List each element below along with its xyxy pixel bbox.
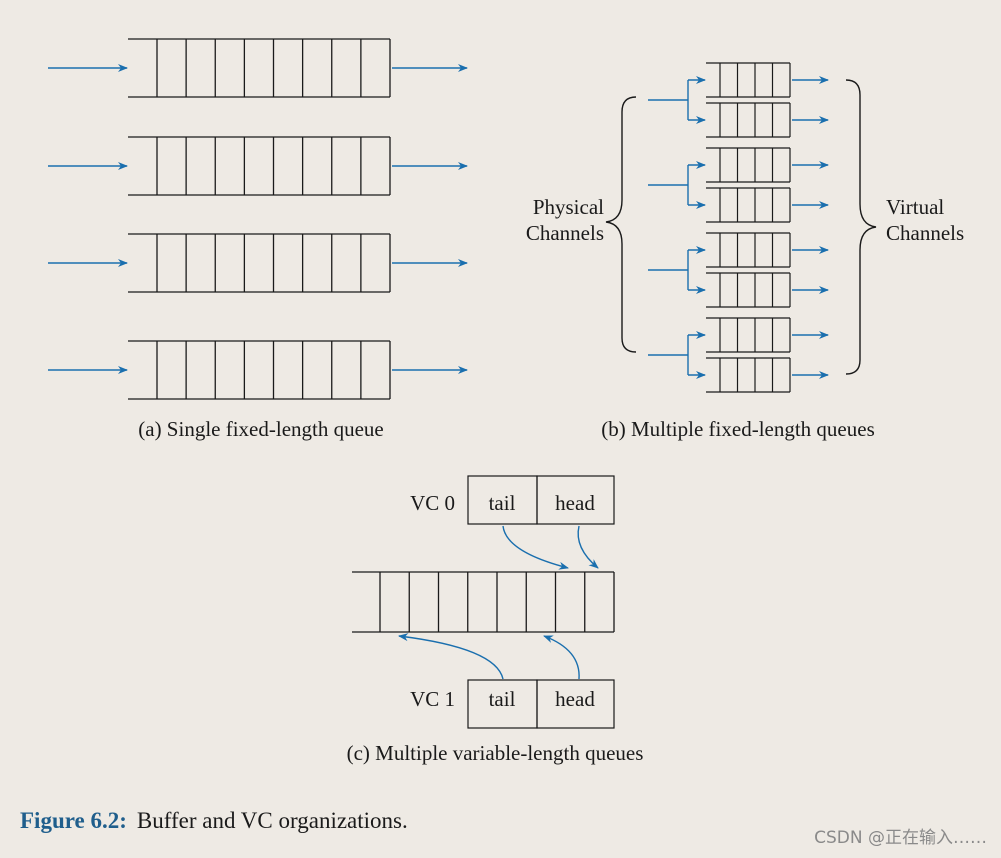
virtual-channels-label-line2: Channels xyxy=(886,221,964,245)
panel-c-caption: (c) Multiple variable-length queues xyxy=(347,741,644,765)
physical-channels-brace xyxy=(605,96,637,353)
csdn-watermark: CSDN @正在输入…… xyxy=(814,828,987,848)
vc0-register: VC 0 tail head xyxy=(410,475,615,525)
vc1-label: VC 1 xyxy=(410,687,455,711)
vc1-head-cell xyxy=(536,679,615,729)
vc1-head-text: head xyxy=(555,687,595,711)
virtual-channels-label-line1: Virtual xyxy=(886,195,944,219)
vc0-head-pointer-arrow xyxy=(577,525,599,569)
figure-caption: Figure 6.2: Buffer and VC organizations. xyxy=(20,808,408,834)
vc0-label: VC 0 xyxy=(410,491,455,515)
panel-a-caption: (a) Single fixed-length queue xyxy=(138,417,384,441)
panel-a-single-fixed-queue xyxy=(48,38,468,400)
physical-channels-label-line1: Physical xyxy=(533,195,604,219)
vc1-tail-pointer-arrow xyxy=(398,633,504,680)
vc1-register: VC 1 tail head xyxy=(410,679,615,729)
virtual-channels-brace xyxy=(845,79,877,375)
vc0-tail-pointer-arrow xyxy=(502,525,569,570)
figure-number: Figure 6.2: xyxy=(20,808,127,833)
vc1-tail-text: tail xyxy=(489,687,516,711)
vc0-tail-text: tail xyxy=(489,491,516,515)
panel-b-caption: (b) Multiple fixed-length queues xyxy=(601,417,875,441)
vc1-head-pointer-arrow xyxy=(543,635,580,680)
vc0-head-text: head xyxy=(555,491,595,515)
panel-b-multiple-fixed-queues xyxy=(648,62,829,393)
shared-buffer-queue xyxy=(352,571,615,633)
vc0-head-cell xyxy=(536,475,615,525)
buffer-vc-diagram: (a) Single fixed-length queue Physical C… xyxy=(48,38,964,765)
figure-caption-text: Buffer and VC organizations. xyxy=(136,808,408,833)
physical-channels-label-line2: Channels xyxy=(526,221,604,245)
